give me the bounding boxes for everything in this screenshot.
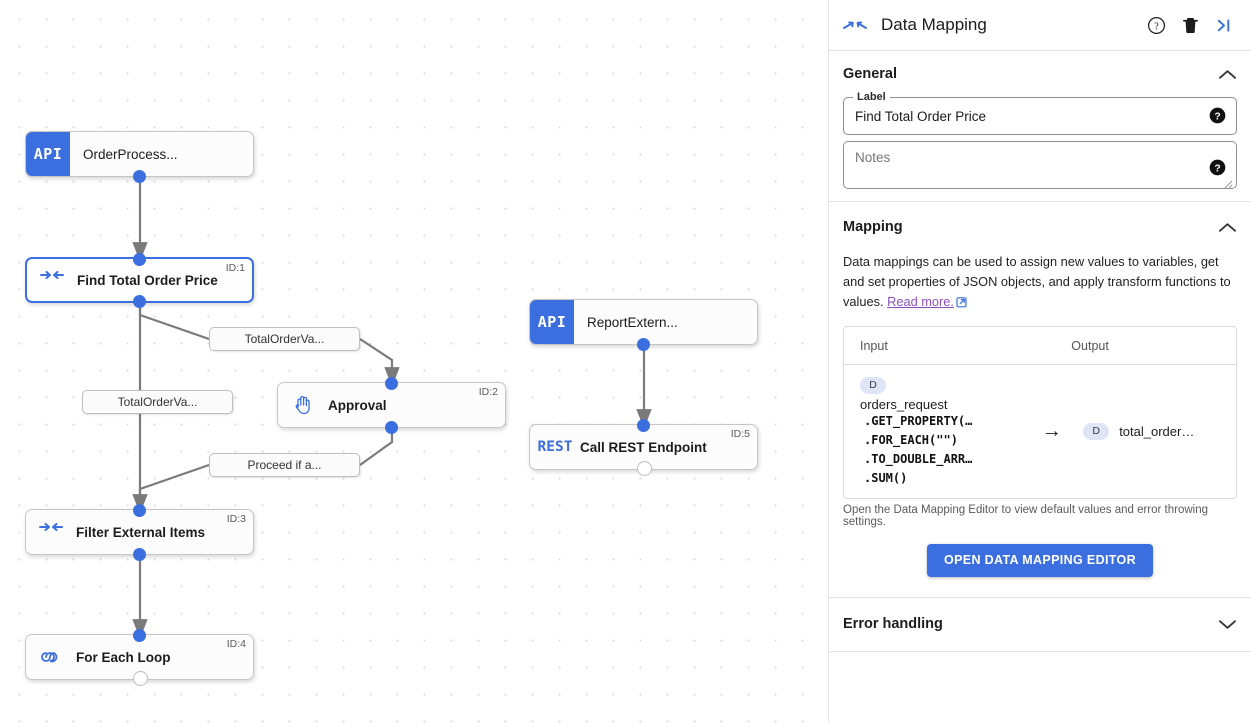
column-header-output: Output bbox=[1071, 338, 1109, 353]
node-input-port[interactable] bbox=[133, 503, 146, 517]
mapping-input-cell[interactable]: D orders_request .GET_PROPERTY(… .FOR_EA… bbox=[844, 365, 1024, 498]
error-handling-section-title: Error handling bbox=[843, 616, 943, 632]
node-output-port[interactable] bbox=[133, 294, 146, 308]
error-handling-section-header[interactable]: Error handling bbox=[843, 598, 1237, 651]
help-icon[interactable]: ? bbox=[1139, 8, 1173, 42]
read-more-link[interactable]: Read more. bbox=[887, 294, 954, 309]
chevron-up-icon[interactable] bbox=[1218, 68, 1237, 81]
edge-label-total-order-value-1[interactable]: TotalOrderVa... bbox=[209, 327, 360, 351]
node-output-port[interactable] bbox=[385, 420, 398, 434]
label-field-value: Find Total Order Price bbox=[855, 108, 987, 124]
svg-text:?: ? bbox=[1214, 163, 1220, 174]
mapping-section-header[interactable]: Mapping bbox=[843, 202, 1237, 252]
node-filter-external-items[interactable]: Filter External Items ID:3 bbox=[25, 503, 254, 561]
data-mapping-icon bbox=[27, 271, 77, 289]
edge-label-proceed-if-approved[interactable]: Proceed if a... bbox=[209, 453, 360, 477]
node-input-port[interactable] bbox=[133, 252, 146, 266]
label-field[interactable]: Label Find Total Order Price ? bbox=[843, 91, 1237, 135]
node-approval[interactable]: Approval ID:2 bbox=[277, 376, 506, 434]
input-variable-name: orders_request bbox=[860, 396, 948, 412]
node-for-each-loop[interactable]: For Each Loop ID:4 bbox=[25, 628, 254, 686]
node-id-tag: ID:3 bbox=[226, 513, 246, 525]
chevron-down-icon[interactable] bbox=[1218, 618, 1237, 631]
node-orderprocess[interactable]: API OrderProcess... bbox=[25, 131, 254, 183]
delete-icon[interactable] bbox=[1173, 8, 1207, 42]
node-output-port[interactable] bbox=[133, 670, 148, 686]
notes-field-placeholder: Notes bbox=[855, 150, 891, 165]
mapping-description-text: Data mappings can be used to assign new … bbox=[843, 254, 1231, 309]
output-type-chip: D bbox=[1083, 422, 1110, 440]
mapping-table: Input Output D orders_request .GET_PROPE… bbox=[843, 326, 1237, 499]
mapping-output-cell[interactable]: D total_order… bbox=[1079, 422, 1236, 440]
node-output-port[interactable] bbox=[133, 547, 146, 561]
general-section-title: General bbox=[843, 66, 897, 82]
general-section: General Label Find Total Order Price ? bbox=[829, 51, 1251, 189]
mapping-table-row[interactable]: D orders_request .GET_PROPERTY(… .FOR_EA… bbox=[844, 365, 1236, 498]
node-find-total-order-price[interactable]: Find Total Order Price ID:1 bbox=[25, 252, 254, 308]
hand-approval-icon bbox=[278, 394, 328, 416]
notes-field[interactable]: Notes ? bbox=[843, 141, 1237, 189]
mapping-arrow-icon: → bbox=[1041, 419, 1062, 442]
node-title: OrderProcess... bbox=[83, 146, 178, 162]
input-type-chip: D bbox=[860, 376, 886, 394]
edge-label-total-order-value-2[interactable]: TotalOrderVa... bbox=[82, 390, 233, 414]
node-title: Filter External Items bbox=[76, 524, 206, 540]
open-data-mapping-editor-button[interactable]: OPEN DATA MAPPING EDITOR bbox=[927, 543, 1153, 577]
help-icon[interactable]: ? bbox=[1209, 159, 1226, 176]
node-id-tag: ID:5 bbox=[730, 428, 750, 440]
node-id-tag: ID:4 bbox=[226, 638, 246, 650]
panel-title: Data Mapping bbox=[881, 15, 987, 34]
data-mapping-icon bbox=[26, 523, 76, 541]
node-title: Find Total Order Price bbox=[77, 272, 218, 288]
input-function-line: .FOR_EACH("") bbox=[864, 432, 958, 447]
node-output-port[interactable] bbox=[133, 169, 146, 183]
node-title: Approval bbox=[328, 397, 387, 413]
panel-header: Data Mapping ? bbox=[829, 0, 1251, 51]
output-variable-name: total_order… bbox=[1119, 423, 1195, 439]
mapping-table-header: Input Output bbox=[844, 327, 1236, 365]
node-title: For Each Loop bbox=[76, 649, 171, 665]
infinity-loop-icon bbox=[26, 649, 76, 665]
collapse-panel-icon[interactable] bbox=[1207, 8, 1241, 42]
node-title: ReportExtern... bbox=[587, 314, 678, 330]
node-input-port[interactable] bbox=[385, 376, 398, 390]
svg-text:?: ? bbox=[1214, 111, 1220, 122]
properties-panel: Data Mapping ? bbox=[829, 0, 1251, 723]
node-id-tag: ID:2 bbox=[478, 386, 498, 398]
external-link-icon[interactable] bbox=[956, 294, 968, 314]
mapping-hint: Open the Data Mapping Editor to view def… bbox=[843, 503, 1209, 528]
section-divider bbox=[829, 596, 1251, 598]
label-field-legend: Label bbox=[853, 91, 890, 103]
input-function-line: .TO_DOUBLE_ARR… bbox=[864, 451, 973, 466]
node-input-port[interactable] bbox=[133, 628, 146, 642]
mapping-section-title: Mapping bbox=[843, 219, 903, 235]
input-function-line: .GET_PROPERTY(… bbox=[864, 413, 973, 428]
node-reportextern[interactable]: API ReportExtern... bbox=[529, 299, 758, 351]
section-divider bbox=[829, 201, 1251, 202]
mapping-description: Data mappings can be used to assign new … bbox=[843, 252, 1237, 314]
edge-layer bbox=[132, 177, 652, 639]
node-title: Call REST Endpoint bbox=[580, 439, 707, 455]
mapping-section: Mapping Data mappings can be used to ass… bbox=[829, 202, 1251, 597]
chevron-up-icon[interactable] bbox=[1218, 221, 1237, 234]
input-function-line: .SUM() bbox=[864, 470, 908, 485]
rest-badge: REST bbox=[537, 439, 573, 455]
general-section-header[interactable]: General bbox=[843, 51, 1237, 97]
flow-canvas[interactable]: API OrderProcess... Find Total Order Pri… bbox=[0, 0, 829, 723]
column-header-input: Input bbox=[860, 338, 888, 353]
api-badge: API bbox=[26, 132, 70, 176]
node-id-tag: ID:1 bbox=[225, 262, 245, 274]
data-mapping-icon bbox=[843, 17, 873, 34]
mapping-button-row: OPEN DATA MAPPING EDITOR bbox=[843, 528, 1237, 597]
svg-text:?: ? bbox=[1154, 21, 1159, 32]
help-icon[interactable]: ? bbox=[1209, 107, 1226, 124]
node-call-rest-endpoint[interactable]: REST Call REST Endpoint ID:5 bbox=[529, 418, 758, 476]
api-badge: API bbox=[530, 300, 574, 344]
node-input-port[interactable] bbox=[637, 418, 650, 432]
node-output-port[interactable] bbox=[637, 460, 652, 476]
resize-handle[interactable] bbox=[1223, 176, 1233, 189]
error-handling-section: Error handling bbox=[829, 598, 1251, 651]
node-output-port[interactable] bbox=[637, 337, 650, 351]
section-divider bbox=[829, 650, 1251, 652]
